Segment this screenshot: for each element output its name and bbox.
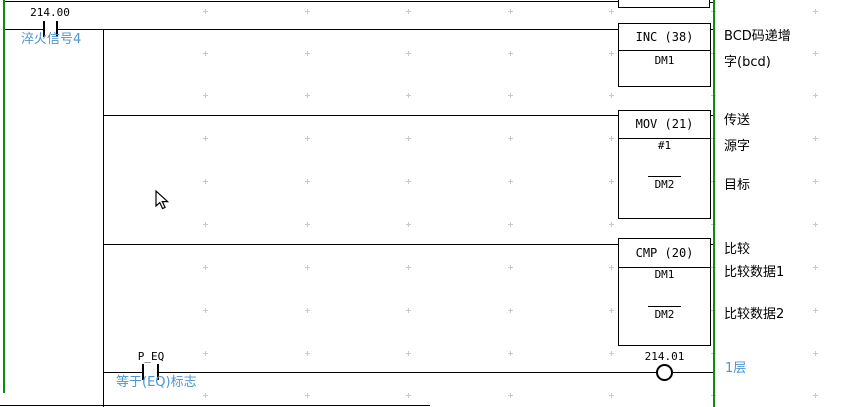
instruction-block-mov[interactable]: MOV (21) #1 DM2 <box>618 110 711 219</box>
prev-block-rail-tick <box>709 2 713 3</box>
operand: DM2 <box>619 306 710 321</box>
operand-overlined: DM2 <box>647 176 682 191</box>
block-side-label: 字(bcd) <box>724 55 771 70</box>
rung1-rail-tick <box>709 29 713 30</box>
operand: DM2 <box>619 176 710 191</box>
prev-rung-line <box>4 1 618 2</box>
instruction-block-cmp[interactable]: CMP (20) DM1 DM2 <box>618 238 711 346</box>
operand: DM1 <box>654 268 675 281</box>
no-contact-p-eq[interactable] <box>142 364 159 380</box>
rung4-wire-c <box>673 372 713 373</box>
output-coil-214-01[interactable] <box>656 364 673 381</box>
block-side-label: 目标 <box>724 178 751 193</box>
contact-address: P_EQ <box>137 350 165 363</box>
block-side-label: 比较 <box>724 242 751 257</box>
prev-block-remnant <box>618 0 710 8</box>
rung1-wire-left <box>4 29 43 30</box>
coil-comment: 1层 <box>725 361 747 376</box>
rung4-wire-a <box>103 372 142 373</box>
instruction-name: INC (38) <box>619 24 710 51</box>
no-contact-214-00[interactable] <box>43 21 58 37</box>
rung1-wire-right <box>58 29 618 30</box>
block-side-label: 比较数据2 <box>724 307 785 322</box>
contact-comment: 等于(EQ)标志 <box>116 375 197 390</box>
mouse-cursor-icon <box>155 190 169 210</box>
instruction-name: CMP (20) <box>619 239 710 268</box>
power-rail-right <box>713 0 715 407</box>
block-side-label: 比较数据1 <box>724 265 785 280</box>
operand: #1 <box>657 139 672 152</box>
operand-overlined: DM2 <box>647 306 682 321</box>
branch-line <box>103 29 104 407</box>
block-side-label: BCD码递增 <box>724 29 791 44</box>
contact-address: 214.00 <box>30 6 70 19</box>
block-side-label: 传送 <box>724 113 751 128</box>
operand: DM1 <box>654 54 675 67</box>
instruction-name: MOV (21) <box>619 111 710 139</box>
rung2-wire <box>103 115 618 116</box>
instruction-block-inc[interactable]: INC (38) DM1 <box>618 23 711 87</box>
rung2-rail-tick <box>709 115 713 116</box>
rung4-wire-b <box>159 372 656 373</box>
rung3-wire <box>103 244 618 245</box>
contact-comment: 淬火信号4 <box>21 32 82 47</box>
rung3-rail-tick <box>709 244 713 245</box>
coil-address: 214.01 <box>644 350 685 363</box>
next-rung-line <box>0 405 430 406</box>
power-rail-left <box>3 0 5 393</box>
block-side-label: 源字 <box>724 139 751 154</box>
